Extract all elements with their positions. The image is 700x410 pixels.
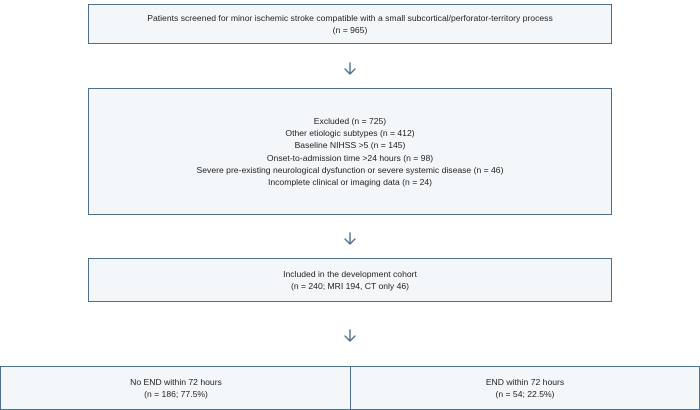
excluded-title: Excluded (n = 725) <box>313 115 387 126</box>
no-end-outcome-box: No END within 72 hours (n = 186; 77.5%) <box>0 366 351 410</box>
outcome-label: END within 72 hours <box>485 376 565 387</box>
exclusion-reason: Severe pre-existing neurological dysfunc… <box>196 164 504 175</box>
included-box: Included in the development cohort (n = … <box>88 258 612 302</box>
chevron-down-icon <box>342 232 358 246</box>
exclusion-reason: Incomplete clinical or imaging data (n =… <box>267 176 433 187</box>
included-description: Included in the development cohort <box>283 268 417 279</box>
chevron-down-icon <box>342 329 358 343</box>
end-outcome-box: END within 72 hours (n = 54; 22.5%) <box>350 366 700 410</box>
exclusion-reason: Baseline NIHSS >5 (n = 145) <box>294 140 406 151</box>
outcome-count: (n = 186; 77.5%) <box>144 389 208 399</box>
outcome-count: (n = 54; 22.5%) <box>495 389 555 399</box>
excluded-box: Excluded (n = 725) Other etiologic subty… <box>88 88 612 215</box>
exclusion-reason: Other etiologic subtypes (n = 412) <box>285 128 415 139</box>
screened-description: Patients screened for minor ischemic str… <box>147 12 553 23</box>
outcome-label: No END within 72 hours <box>130 376 222 387</box>
screened-box: Patients screened for minor ischemic str… <box>88 4 612 44</box>
included-count: (n = 240; MRI 194, CT only 46) <box>290 281 410 291</box>
screened-count: (n = 965) <box>332 25 368 35</box>
exclusion-reason: Onset-to-admission time >24 hours (n = 9… <box>266 152 434 163</box>
chevron-down-icon <box>342 62 358 76</box>
